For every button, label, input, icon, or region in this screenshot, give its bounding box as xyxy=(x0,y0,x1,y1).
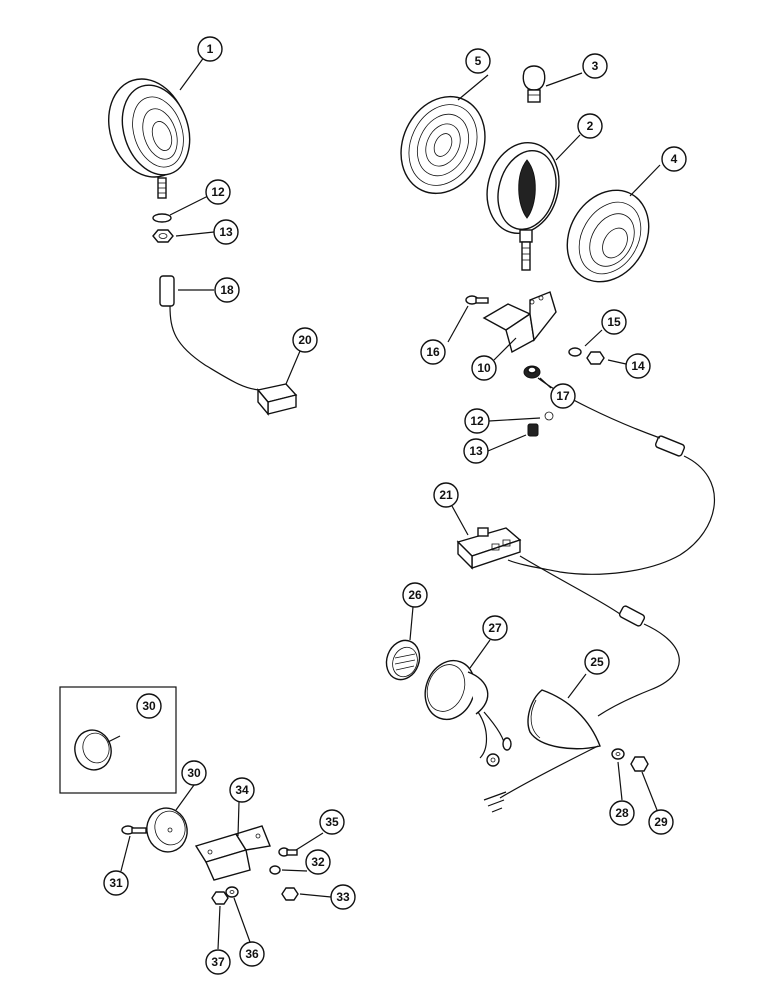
svg-text:33: 33 xyxy=(336,890,350,904)
washer-36 xyxy=(225,886,239,898)
svg-text:10: 10 xyxy=(477,361,491,375)
nut-29 xyxy=(630,756,649,772)
washer-32 xyxy=(269,865,281,875)
callout-3: 3 xyxy=(582,53,608,79)
bulb-3 xyxy=(522,65,546,103)
callout-20: 20 xyxy=(292,327,318,353)
screw-35 xyxy=(278,847,298,857)
svg-text:28: 28 xyxy=(615,806,629,820)
callout-12-right: 12 xyxy=(464,408,490,434)
svg-text:2: 2 xyxy=(587,119,594,133)
lens-26 xyxy=(385,639,421,681)
callout-28: 28 xyxy=(609,800,635,826)
callout-26: 26 xyxy=(402,582,428,608)
svg-text:12: 12 xyxy=(211,185,225,199)
nut-37 xyxy=(211,891,229,905)
washer-28 xyxy=(611,748,625,760)
svg-text:15: 15 xyxy=(607,315,621,329)
callout-37: 37 xyxy=(205,949,231,975)
svg-text:34: 34 xyxy=(235,783,249,797)
svg-text:13: 13 xyxy=(219,225,233,239)
lens-rim-5 xyxy=(400,95,486,195)
callout-12-left: 12 xyxy=(205,179,231,205)
callout-15: 15 xyxy=(601,309,627,335)
callout-29: 29 xyxy=(648,809,674,835)
svg-text:26: 26 xyxy=(408,588,422,602)
svg-text:37: 37 xyxy=(211,955,225,969)
work-lamp-left xyxy=(107,78,191,199)
svg-text:27: 27 xyxy=(488,621,502,635)
lens-cover-25 xyxy=(527,689,601,750)
screw-13-right xyxy=(527,423,539,437)
callout-10: 10 xyxy=(471,355,497,381)
svg-text:17: 17 xyxy=(556,389,570,403)
nut-left xyxy=(152,229,174,243)
leader-lines xyxy=(120,48,661,950)
svg-text:21: 21 xyxy=(439,488,453,502)
lock-washer-left xyxy=(152,213,172,223)
bracket-10 xyxy=(482,291,557,354)
svg-text:13: 13 xyxy=(469,444,483,458)
callout-32: 32 xyxy=(305,849,331,875)
svg-text:3: 3 xyxy=(592,59,599,73)
connector-sleeve-left xyxy=(159,275,263,391)
svg-text:36: 36 xyxy=(245,947,259,961)
screw-16 xyxy=(465,295,489,305)
lock-washer-12-right xyxy=(544,411,554,421)
callout-30: 30 xyxy=(181,760,207,786)
grommet-17 xyxy=(523,365,541,379)
callout-5: 5 xyxy=(465,48,491,74)
svg-text:30: 30 xyxy=(142,699,156,713)
nut-33 xyxy=(281,887,299,901)
socket-housing-27 xyxy=(424,659,512,767)
washer-15 xyxy=(568,347,582,357)
ground-wire xyxy=(483,745,599,813)
connector-plug-left xyxy=(256,383,298,416)
svg-text:18: 18 xyxy=(220,283,234,297)
svg-text:12: 12 xyxy=(470,414,484,428)
junction-block-21 xyxy=(456,527,680,717)
svg-text:1: 1 xyxy=(207,42,214,56)
svg-text:16: 16 xyxy=(426,345,440,359)
svg-text:20: 20 xyxy=(298,333,312,347)
screw-31 xyxy=(121,825,147,835)
callout-21: 21 xyxy=(433,482,459,508)
callout-13-right: 13 xyxy=(463,438,489,464)
callout-30-inset: 30 xyxy=(136,693,162,719)
svg-text:5: 5 xyxy=(475,54,482,68)
callout-27: 27 xyxy=(482,615,508,641)
callout-14: 14 xyxy=(625,353,651,379)
callout-2: 2 xyxy=(577,113,603,139)
callout-36: 36 xyxy=(239,941,265,967)
callout-31: 31 xyxy=(103,870,129,896)
callout-4: 4 xyxy=(661,146,687,172)
callout-17: 17 xyxy=(550,383,576,409)
svg-text:4: 4 xyxy=(671,152,678,166)
svg-text:14: 14 xyxy=(631,359,645,373)
callout-25: 25 xyxy=(584,649,610,675)
callout-1: 1 xyxy=(197,36,223,62)
inset-frame xyxy=(59,686,177,794)
callout-33: 33 xyxy=(330,884,356,910)
nut-14 xyxy=(586,351,605,365)
callout-16: 16 xyxy=(420,339,446,365)
callout-18: 18 xyxy=(214,277,240,303)
svg-text:35: 35 xyxy=(325,815,339,829)
lamp-housing-2 xyxy=(486,141,560,271)
callout-13-left: 13 xyxy=(213,219,239,245)
svg-text:29: 29 xyxy=(654,815,668,829)
callout-34: 34 xyxy=(229,777,255,803)
svg-text:31: 31 xyxy=(109,876,123,890)
svg-text:25: 25 xyxy=(590,655,604,669)
svg-text:32: 32 xyxy=(311,855,325,869)
lens-4 xyxy=(566,189,650,283)
wire-harness-right xyxy=(507,377,716,575)
reflector-30 xyxy=(146,807,188,853)
svg-text:30: 30 xyxy=(187,766,201,780)
bracket-34 xyxy=(194,825,271,881)
callout-35: 35 xyxy=(319,809,345,835)
